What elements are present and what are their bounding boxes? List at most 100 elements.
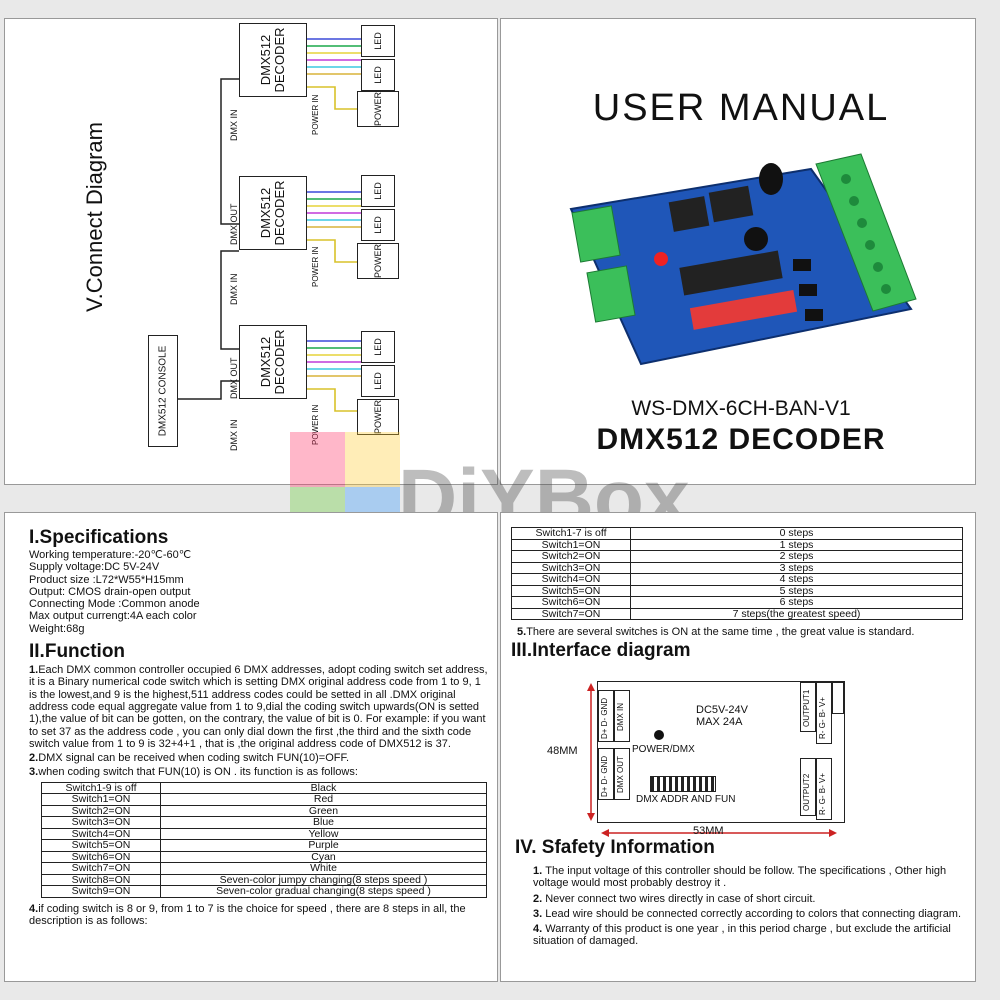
table-cell: Blue — [160, 816, 487, 829]
table-cell: Switch1-9 is off — [41, 781, 161, 795]
width-dimension: 53MM — [693, 825, 724, 837]
power-wire — [307, 86, 357, 110]
table-cell: Seven-color jumpy changing(8 steps speed… — [160, 873, 487, 887]
table-cell: Seven-color gradual changing(8 steps spe… — [160, 885, 487, 898]
max-current-label: MAX 24A — [696, 716, 743, 728]
table-cell: Cyan — [160, 850, 487, 864]
dmx-in-label-3: DMX IN — [229, 419, 239, 452]
table-cell: Switch8=ON — [41, 873, 161, 887]
power-box-1: POWER — [357, 91, 399, 127]
power-in-label-1: POWER IN — [311, 94, 320, 135]
dmx-out-label-3: DMX OUT — [229, 357, 239, 400]
table-cell: Black — [160, 781, 487, 795]
function-item-1: 1.Each DMX common controller occupied 6 … — [29, 664, 488, 750]
spec-line: Product size :L72*W55*H15mm — [29, 573, 184, 586]
table-cell: Switch3=ON — [41, 816, 161, 829]
dip-switch — [650, 776, 716, 792]
table-cell: Switch7=ON — [41, 862, 161, 875]
decoder-box-1: DMX512 DECODER — [239, 23, 307, 97]
table-cell: Switch1=ON — [41, 793, 161, 806]
dmx-in-label-1: DMX IN — [229, 109, 239, 142]
table-cell: 7 steps(the greatest speed) — [630, 607, 963, 620]
spec-line: Supply voltage:DC 5V-24V — [29, 561, 160, 574]
dmx-in-label-2: DMX IN — [229, 273, 239, 306]
output1-label-box: OUTPUT1 — [800, 682, 816, 732]
spec-line: Weight:68g — [29, 622, 85, 635]
voltage-label: DC5V-24V — [696, 704, 748, 716]
table-cell: Switch4=ON — [41, 827, 161, 841]
table-cell: Switch2=ON — [511, 550, 631, 563]
led-box-1a: LED — [361, 25, 395, 57]
decoder-box-2: DMX512 DECODER — [239, 176, 307, 250]
power-wire — [307, 239, 357, 263]
table-cell: 6 steps — [630, 596, 963, 609]
table-cell: 3 steps — [630, 561, 963, 574]
power-connector — [832, 682, 844, 714]
table-cell: 4 steps — [630, 573, 963, 586]
led-box-1b: LED — [361, 59, 395, 91]
decoder-box-3: DMX512 DECODER — [239, 325, 307, 399]
board-outline: DC5V-24V MAX 24A POWER/DMX DMX ADDR AND … — [597, 681, 845, 823]
table-cell: Purple — [160, 839, 487, 852]
output2-connector: R- G- B- V+ — [816, 758, 832, 820]
output1-connector: R- G- B- V+ — [816, 682, 832, 744]
speed-item-5: 5.There are several switches is ON at th… — [517, 626, 915, 638]
dimension-lines — [587, 683, 837, 837]
spec-line: Max output currengt:4A each color — [29, 610, 197, 623]
table-cell: Switch5=ON — [511, 584, 631, 597]
table-cell: Switch6=ON — [41, 850, 161, 864]
function-item-2: 2.DMX signal can be received when coding… — [29, 752, 350, 765]
safety-list: 1. The input voltage of this controller … — [515, 865, 965, 948]
dmx-out-label-2: DMX OUT — [229, 203, 239, 246]
table-cell: Red — [160, 793, 487, 806]
power-led-dot — [654, 730, 664, 740]
power-box-3: POWER — [357, 399, 399, 435]
table-cell: 2 steps — [630, 550, 963, 563]
manual-title: USER MANUAL — [592, 87, 890, 129]
function-item-4: 4.if coding switch is 8 or 9, from 1 to … — [29, 902, 466, 928]
power-dmx-label: POWER/DMX — [632, 744, 695, 755]
table-cell: Switch2=ON — [41, 804, 161, 818]
dmx-out-connector: D+ D- GND — [598, 748, 614, 800]
safety-item: 3. Lead wire should be connected correct… — [533, 907, 962, 920]
safety-item: 4. Warranty of this product is one year … — [533, 923, 951, 948]
table-cell: Yellow — [160, 827, 487, 841]
dmx-in-connector: D+ D- GND — [598, 690, 614, 742]
wiring-lines — [175, 38, 361, 412]
product-name: DMX512 DECODER — [596, 423, 886, 456]
function-heading: II.Function — [29, 641, 126, 663]
power-wire — [307, 388, 357, 412]
led-box-2b: LED — [361, 209, 395, 241]
function-item-3: 3.when coding switch that FUN(10) is ON … — [29, 766, 358, 779]
table-cell: 5 steps — [630, 584, 963, 597]
led-wires — [307, 38, 361, 412]
led-box-3b: LED — [361, 365, 395, 397]
spec-line: Output: CMOS drain-open output — [29, 585, 191, 598]
dmx-in-label-box: DMX IN — [614, 690, 630, 742]
spec-line: Connecting Mode :Common anode — [29, 598, 200, 611]
dip-switch-label: DMX ADDR AND FUN — [636, 794, 736, 805]
connect-diagram-panel: V.Connect Diagram DMX512 DECODER DMX512 … — [4, 18, 498, 485]
power-box-2: POWER — [357, 243, 399, 279]
table-cell: Switch4=ON — [511, 573, 631, 586]
led-box-2a: LED — [361, 175, 395, 207]
table-cell: 1 steps — [630, 538, 963, 551]
spec-line: Working temperature:-20℃-60℃ — [29, 549, 192, 561]
power-in-label-3: POWER IN — [311, 404, 320, 445]
table-cell: Switch9=ON — [41, 885, 161, 898]
power-in-label-2: POWER IN — [311, 246, 320, 287]
table-cell: Green — [160, 804, 487, 818]
height-dimension: 48MM — [547, 745, 578, 757]
